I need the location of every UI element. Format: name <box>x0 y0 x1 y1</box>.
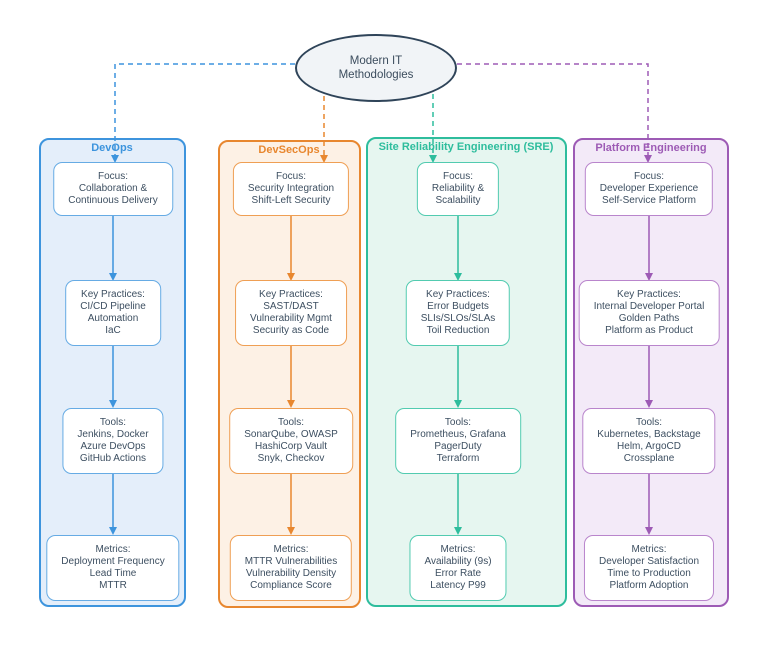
node-text-line: Deployment Frequency <box>61 556 165 567</box>
column-title-devops: DevOps <box>91 142 133 154</box>
node-sre-key-practices: Key Practices: Error Budgets SLIs/SLOs/S… <box>405 280 511 346</box>
node-text-line: Reliability & <box>431 183 485 194</box>
node-text-line: Tools: <box>99 417 127 428</box>
node-text-line: Focus: <box>442 171 473 182</box>
node-text-line: SLIs/SLOs/SLAs <box>420 313 496 324</box>
node-text-line: Vulnerability Density <box>245 568 337 579</box>
node-text-line: Continuous Delivery <box>68 195 158 206</box>
node-text-line: Metrics: <box>273 544 309 555</box>
node-text-line: Kubernetes, Backstage <box>597 429 701 440</box>
node-text-line: Azure DevOps <box>80 441 146 452</box>
node-text-line: GitHub Actions <box>79 453 147 464</box>
node-text-line: Golden Paths <box>618 313 680 324</box>
node-platform-key-practices: Key Practices: Internal Developer Portal… <box>578 280 720 346</box>
node-devsecops-metrics: Metrics: MTTR Vulnerabilities Vulnerabil… <box>229 535 353 601</box>
node-text-line: Error Rate <box>434 568 482 579</box>
node-text-line: Self-Service Platform <box>602 195 696 206</box>
node-devops-metrics: Metrics: Deployment Frequency Lead Time … <box>46 535 180 601</box>
node-text-line: MTTR Vulnerabilities <box>244 556 338 567</box>
node-devops-focus: Focus: Collaboration & Continuous Delive… <box>53 162 173 216</box>
node-text-line: Error Budgets <box>427 301 489 312</box>
node-text-line: Jenkins, Docker <box>77 429 149 440</box>
node-text-line: Prometheus, Grafana <box>410 429 506 440</box>
node-text-line: Focus: <box>633 171 665 182</box>
node-text-line: Tools: <box>277 417 305 428</box>
node-text-line: Tools: <box>635 417 663 428</box>
node-text-line: Key Practices: <box>426 289 490 300</box>
node-text-line: Platform Adoption <box>609 580 689 591</box>
node-text-line: Key Practices: <box>81 289 145 300</box>
root-node-label-line: Modern IT <box>349 55 403 67</box>
node-text-line: Crossplane <box>623 453 675 464</box>
node-devsecops-key-practices: Key Practices: SAST/DAST Vulnerability M… <box>235 280 347 346</box>
node-text-line: SonarQube, OWASP <box>244 429 338 440</box>
node-text-line: Developer Satisfaction <box>598 556 700 567</box>
node-text-line: Security Integration <box>247 183 335 194</box>
node-text-line: MTTR <box>99 580 127 591</box>
node-text-line: Vulnerability Mgmt <box>250 313 332 324</box>
node-text-line: Key Practices: <box>259 289 323 300</box>
node-devops-tools: Tools: Jenkins, Docker Azure DevOps GitH… <box>62 408 164 474</box>
node-text-line: Automation <box>87 313 139 324</box>
node-text-line: Helm, ArgoCD <box>617 441 681 452</box>
node-text-line: Internal Developer Portal <box>593 301 705 312</box>
node-devsecops-focus: Focus: Security Integration Shift-Left S… <box>232 162 350 216</box>
column-title-devsecops: DevSecOps <box>258 144 320 156</box>
node-text-line: Focus: <box>275 171 307 182</box>
column-title-platform: Platform Engineering <box>595 142 707 154</box>
node-text-line: Toil Reduction <box>426 325 490 336</box>
node-text-line: Availability (9s) <box>424 556 492 567</box>
node-text-line: Terraform <box>436 453 480 464</box>
node-text-line: Metrics: <box>95 544 131 555</box>
node-text-line: SAST/DAST <box>263 301 319 312</box>
node-text-line: Security as Code <box>252 325 330 336</box>
node-text-line: IaC <box>105 325 121 336</box>
node-text-line: CI/CD Pipeline <box>80 301 146 312</box>
node-sre-focus: Focus: Reliability & Scalability <box>416 162 500 216</box>
column-title-sre: Site Reliability Engineering (SRE) <box>378 141 554 153</box>
node-text-line: Key Practices: <box>617 289 681 300</box>
node-text-line: Developer Experience <box>599 183 699 194</box>
node-sre-tools: Tools: Prometheus, Grafana PagerDuty Ter… <box>395 408 521 474</box>
node-text-line: Lead Time <box>89 568 137 579</box>
node-text-line: Compliance Score <box>250 580 332 591</box>
node-text-line: Platform as Product <box>605 325 693 336</box>
root-node-modern-it-methodologies: Modern IT Methodologies <box>295 34 457 102</box>
node-devsecops-tools: Tools: SonarQube, OWASP HashiCorp Vault … <box>229 408 353 474</box>
node-text-line: Scalability <box>435 195 481 206</box>
node-text-line: Shift-Left Security <box>251 195 331 206</box>
node-text-line: HashiCorp Vault <box>254 441 328 452</box>
node-platform-metrics: Metrics: Developer Satisfaction Time to … <box>583 535 715 601</box>
node-text-line: Snyk, Checkov <box>257 453 325 464</box>
node-platform-focus: Focus: Developer Experience Self-Service… <box>584 162 714 216</box>
node-text-line: Latency P99 <box>430 580 486 591</box>
node-text-line: Time to Production <box>607 568 691 579</box>
node-text-line: Metrics: <box>631 544 667 555</box>
node-text-line: Metrics: <box>440 544 476 555</box>
node-text-line: Tools: <box>444 417 472 428</box>
node-sre-metrics: Metrics: Availability (9s) Error Rate La… <box>409 535 507 601</box>
node-platform-tools: Tools: Kubernetes, Backstage Helm, ArgoC… <box>582 408 716 474</box>
node-text-line: Collaboration & <box>78 183 148 194</box>
root-node-label-line: Methodologies <box>338 69 414 81</box>
node-text-line: Focus: <box>97 171 128 182</box>
node-text-line: PagerDuty <box>434 441 482 452</box>
node-devops-key-practices: Key Practices: CI/CD Pipeline Automation… <box>65 280 161 346</box>
